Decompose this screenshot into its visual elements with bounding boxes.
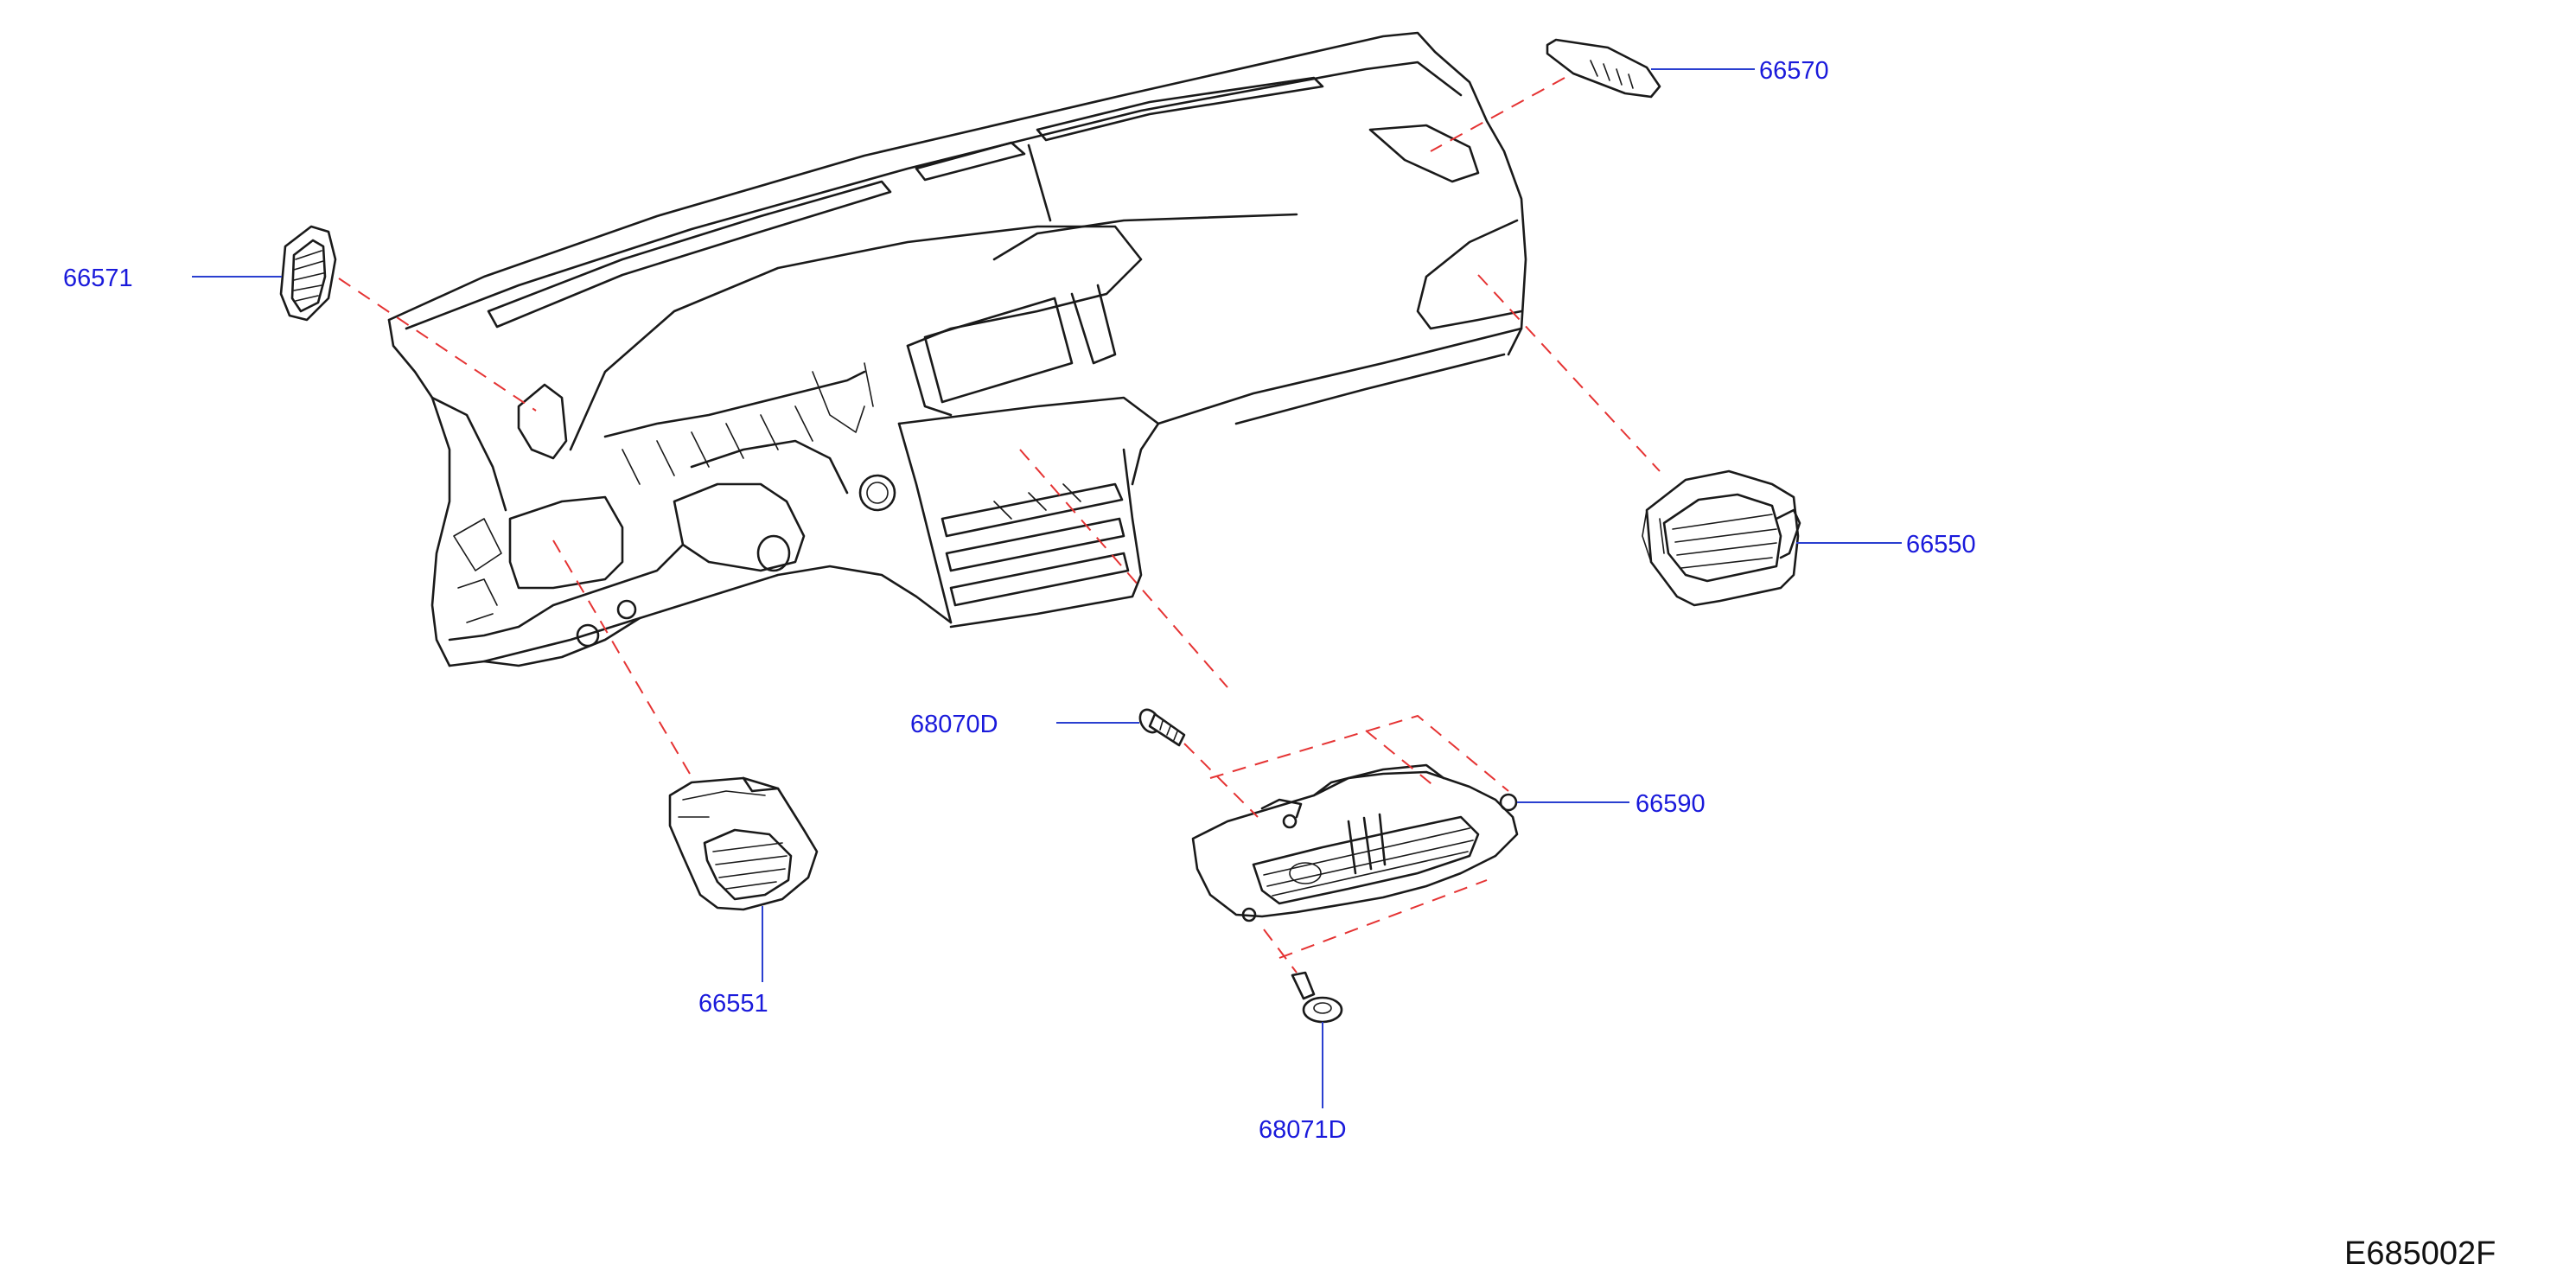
part-66590-center-vent	[1191, 763, 1519, 922]
label-68071D: 68071D	[1259, 1116, 1347, 1144]
instrument-panel	[387, 31, 1527, 667]
assembly-line-66571	[338, 278, 537, 412]
part-66570-grille	[1546, 38, 1661, 99]
label-66590: 66590	[1636, 790, 1706, 818]
label-68070D: 68070D	[910, 711, 998, 738]
part-66550-right-vent	[1642, 469, 1801, 607]
drawing-id: E685002F	[2344, 1235, 2496, 1272]
part-66571-side-vent	[279, 225, 337, 322]
assembly-line-66550	[1477, 274, 1661, 472]
part-68070D-screw	[1138, 708, 1186, 747]
assembly-line-66551	[552, 539, 691, 775]
assembly-line-66590-box-top	[1209, 714, 1509, 792]
assembly-line-66570	[1430, 77, 1565, 152]
label-66551: 66551	[698, 990, 768, 1018]
assembly-line-68071D	[1263, 929, 1298, 973]
part-66551-left-vent	[668, 776, 819, 911]
assembly-line-66590-box-bottom	[1278, 879, 1488, 959]
label-66571: 66571	[63, 265, 133, 292]
assembly-line-66590-center	[1019, 449, 1228, 688]
assembly-line-68070D	[1183, 743, 1259, 818]
label-66550: 66550	[1906, 531, 1976, 559]
part-68071D-clip	[1291, 971, 1343, 1024]
label-66570: 66570	[1759, 57, 1829, 85]
assembly-line-66590-box-mid	[1365, 730, 1436, 788]
